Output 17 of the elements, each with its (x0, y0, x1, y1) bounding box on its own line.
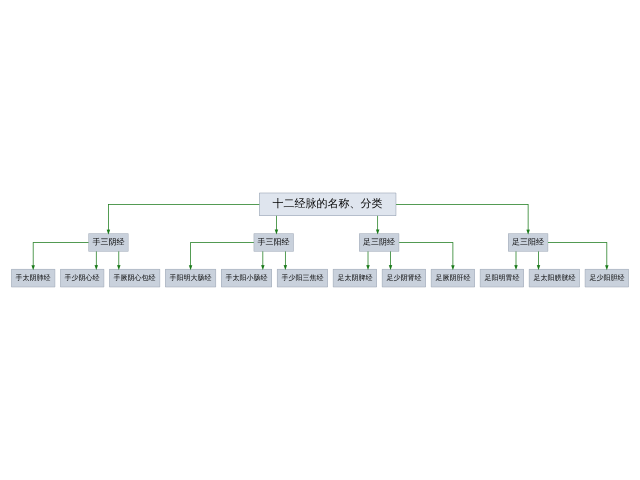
arrow (188, 242, 254, 270)
node-box: 十二经脉的名称、分类 (259, 192, 396, 216)
arrow (396, 204, 530, 235)
arrow (548, 242, 609, 270)
arrow (284, 251, 288, 270)
arrow (376, 215, 380, 234)
arrow (274, 215, 278, 234)
arrow (398, 242, 455, 270)
arrow (536, 251, 540, 270)
arrow (261, 251, 265, 270)
arrow (388, 251, 392, 270)
arrow (106, 204, 260, 235)
arrow (31, 242, 89, 270)
arrow (366, 251, 370, 270)
arrow (514, 251, 518, 270)
arrow (117, 251, 121, 270)
arrow (94, 251, 98, 270)
